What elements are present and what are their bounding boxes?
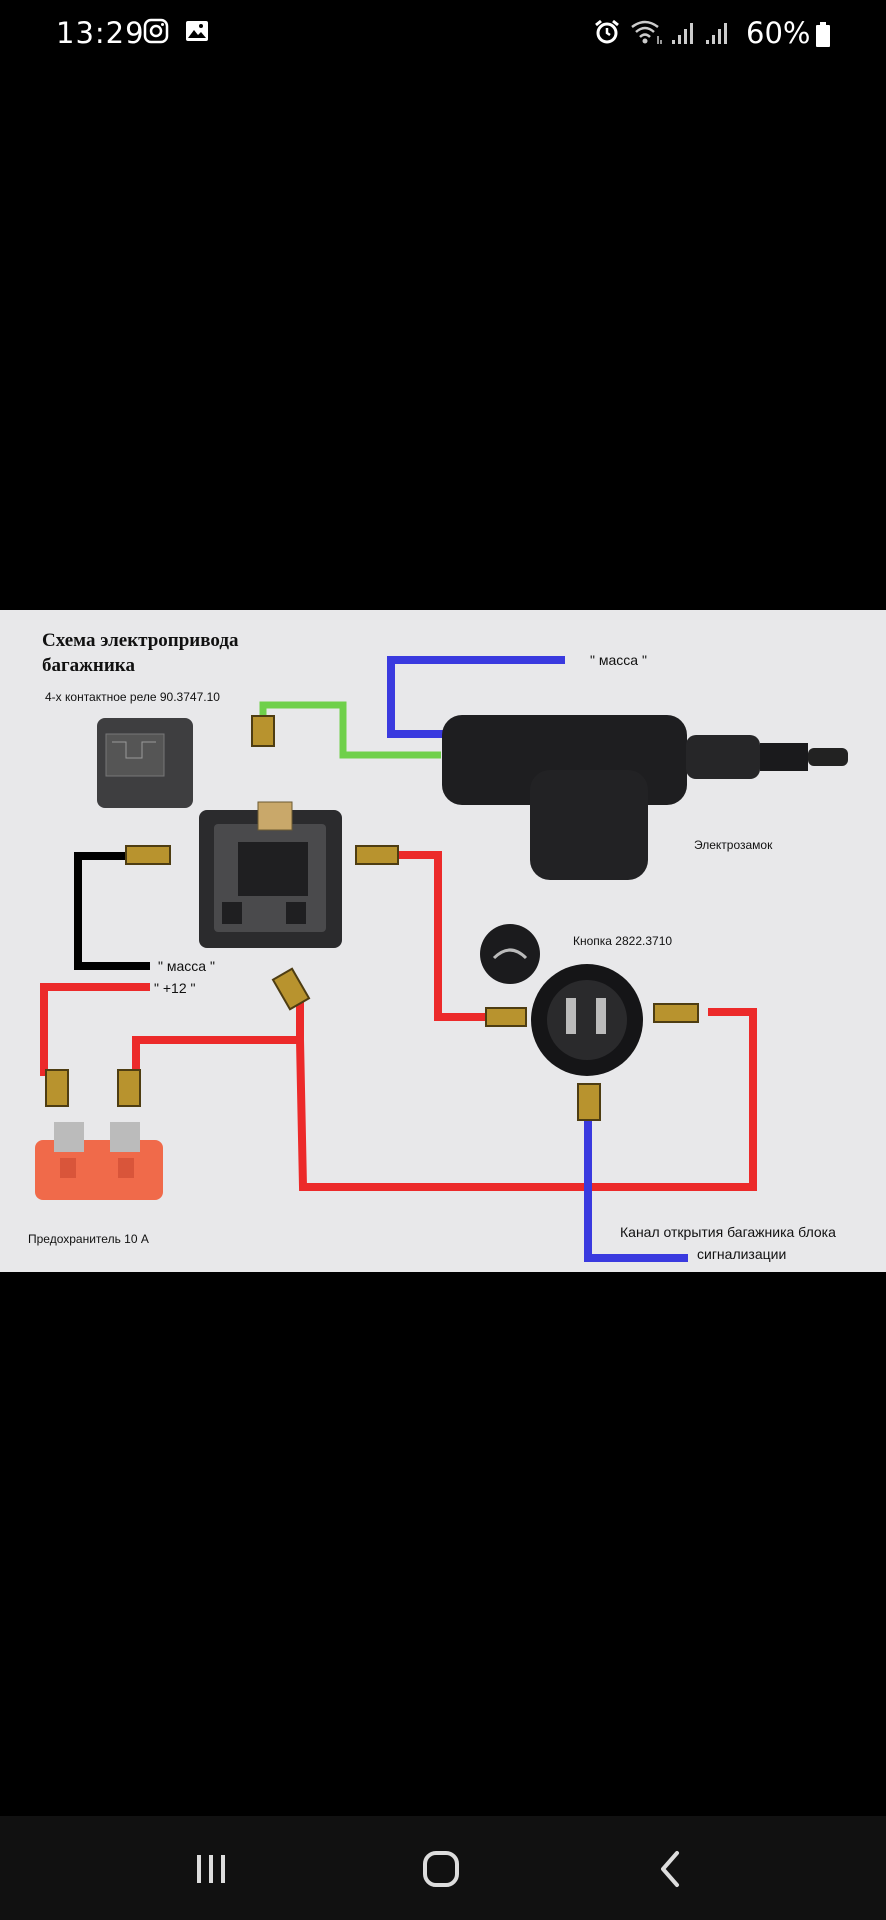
wiring-diagram-image[interactable]: Схема электропривода багажника 4-х конта…	[0, 610, 886, 1272]
power-wire-bottom-loop	[296, 1008, 757, 1191]
trunk-button-large	[531, 964, 643, 1076]
relay-photo	[97, 718, 193, 808]
instagram-icon	[143, 18, 169, 49]
ground-wire-left	[74, 852, 150, 970]
trunk-button-small	[480, 924, 540, 984]
button-label: Кнопка 2822.3710	[573, 934, 673, 948]
fuse-label: Предохранитель 10 А	[28, 1232, 149, 1246]
navigation-bar	[0, 1816, 886, 1920]
wiring-diagram-drawing	[35, 656, 848, 1262]
channel-label-line1: Канал открытия багажника блока	[620, 1224, 836, 1240]
alarm-icon	[593, 18, 621, 51]
back-icon	[661, 1851, 679, 1887]
ground-wire-top	[387, 656, 565, 738]
gallery-icon	[184, 18, 210, 49]
status-time: 13:29	[56, 16, 145, 50]
control-wire-green	[259, 701, 441, 759]
power-wire-fuse	[132, 993, 304, 1076]
channel-label-line2: сигнализации	[697, 1246, 787, 1262]
diagram-title-line2: багажника	[42, 655, 135, 676]
lock-label: Электрозамок	[694, 838, 773, 852]
power-wire-plus12	[40, 983, 150, 1076]
recent-apps-icon	[197, 1855, 225, 1883]
signal-icon	[704, 18, 732, 51]
power-wire-relay-button	[398, 851, 505, 1021]
back-button[interactable]	[626, 1838, 716, 1898]
ground-top-label: " масса "	[590, 652, 647, 668]
plus12-label: " +12 "	[154, 980, 196, 996]
relay-socket	[199, 801, 342, 948]
battery-icon	[815, 22, 831, 53]
home-icon	[423, 1851, 459, 1887]
diagram-title-line1: Схема электропривода	[42, 630, 239, 651]
fuse-10a	[35, 1122, 163, 1200]
home-button[interactable]	[396, 1838, 486, 1898]
connectors	[45, 715, 699, 1121]
electric-lock	[442, 715, 848, 880]
signal-wire-blue	[584, 1120, 688, 1262]
recent-apps-button[interactable]	[166, 1838, 256, 1898]
wifi-icon	[630, 18, 664, 51]
status-bar: 13:29 60%	[0, 0, 886, 70]
relay-label: 4-х контактное реле 90.3747.10	[45, 690, 220, 704]
ground-left-label: " масса "	[158, 958, 215, 974]
signal-icon	[670, 18, 698, 51]
battery-percent: 60%	[746, 16, 811, 50]
